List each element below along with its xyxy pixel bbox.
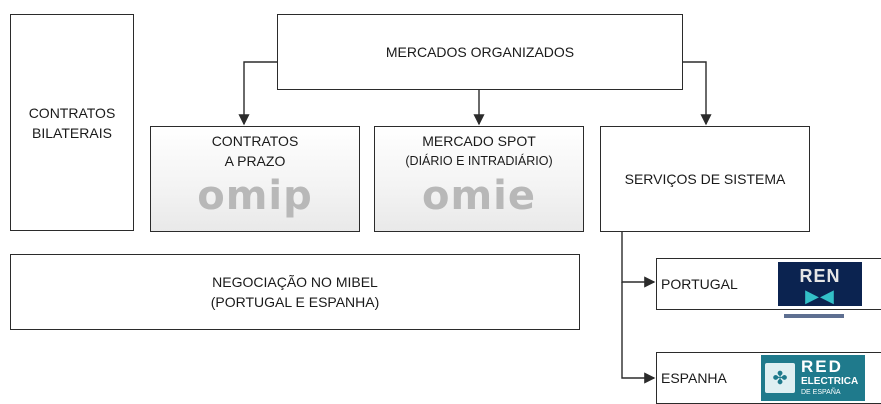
- negociacao-mibel-line1: NEGOCIAÇÃO NO MIBEL: [212, 274, 378, 290]
- ren-logo-word: REN ▶◀: [784, 266, 856, 306]
- contratos-bilaterais-box: CONTRATOS BILATERAIS: [10, 14, 134, 231]
- ren-logo-mark-icon: ▶◀: [805, 286, 835, 306]
- contratos-a-prazo-line1: CONTRATOS: [211, 133, 299, 149]
- negociacao-mibel-line2: (PORTUGAL E ESPANHA): [210, 294, 380, 310]
- contratos-bilaterais-line1: CONTRATOS: [28, 104, 116, 121]
- contratos-a-prazo-line2: A PRAZO: [224, 153, 286, 169]
- ree-emblem-icon: ✤: [765, 363, 795, 393]
- omip-logo: omip: [197, 173, 313, 219]
- ren-logo: REN ▶◀: [778, 262, 862, 318]
- ree-logo-de-espana: DE ESPAÑA: [801, 389, 841, 396]
- mercados-organizados-label: MERCADOS ORGANIZADOS: [385, 44, 575, 60]
- arrow-to-contratos-a-prazo: [238, 61, 277, 126]
- portugal-label: PORTUGAL: [661, 276, 738, 292]
- omie-logo: omie: [422, 173, 536, 219]
- ree-logo-text: RED ELECTRICA DE ESPAÑA: [801, 358, 858, 398]
- negociacao-mibel-box: NEGOCIAÇÃO NO MIBEL (PORTUGAL E ESPANHA): [10, 254, 580, 330]
- servicos-de-sistema-box: SERVIÇOS DE SISTEMA: [600, 126, 810, 232]
- arrow-to-portugal: [621, 232, 656, 288]
- ree-logo: ✤ RED ELECTRICA DE ESPAÑA: [761, 355, 865, 401]
- mercado-spot-line1: MERCADO SPOT: [422, 133, 536, 149]
- ren-logo-subtitle-bar: [784, 314, 844, 318]
- contratos-a-prazo-box: CONTRATOS A PRAZO omip: [150, 126, 360, 232]
- mercado-spot-line2: (DIÁRIO E INTRADIÁRIO): [405, 154, 553, 168]
- ree-logo-red: RED: [801, 357, 843, 376]
- ree-logo-electrica: ELECTRICA: [801, 376, 859, 387]
- contratos-bilaterais-line2: BILATERAIS: [32, 124, 112, 141]
- mercado-spot-box: MERCADO SPOT (DIÁRIO E INTRADIÁRIO) omie: [374, 126, 584, 232]
- ren-logo-text: REN: [799, 266, 841, 286]
- portugal-box: PORTUGAL REN ▶◀: [656, 258, 881, 318]
- arrow-to-servicos-de-sistema: [683, 61, 712, 126]
- espanha-box: ESPANHA ✤ RED ELECTRICA DE ESPAÑA: [656, 352, 881, 404]
- servicos-de-sistema-label: SERVIÇOS DE SISTEMA: [624, 171, 786, 187]
- espanha-label: ESPANHA: [661, 370, 727, 386]
- arrow-to-espanha: [621, 282, 656, 384]
- mercados-organizados-box: MERCADOS ORGANIZADOS: [277, 14, 683, 90]
